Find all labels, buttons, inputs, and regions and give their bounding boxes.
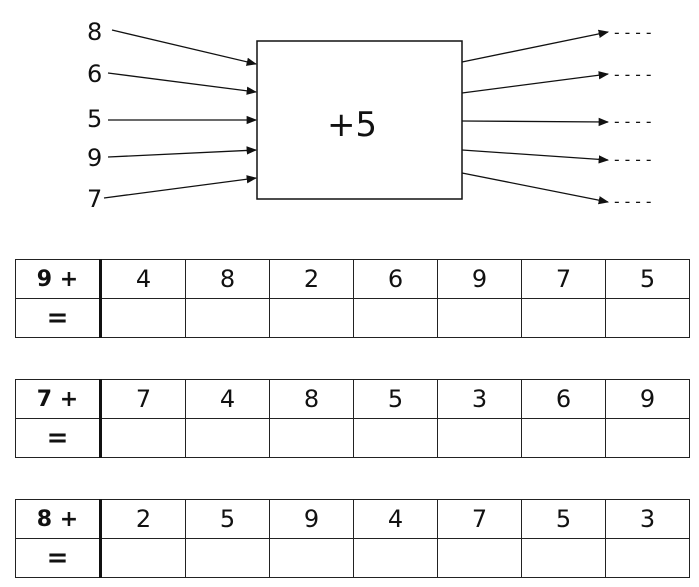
output-arrow	[461, 149, 610, 164]
answer-cell[interactable]	[269, 298, 354, 338]
number-cell: 7	[521, 259, 606, 299]
equals-sign: =	[15, 298, 102, 338]
addition-table-9: 9 + 4 8 2 6 9 7 5 =	[15, 259, 690, 338]
table-row-numbers: 8 + 2 5 9 4 7 5 3	[15, 499, 690, 539]
answer-cell[interactable]	[437, 538, 522, 578]
answer-cell[interactable]	[269, 538, 354, 578]
number-cell: 4	[100, 259, 186, 299]
answer-cell[interactable]	[605, 418, 690, 458]
equals-sign: =	[15, 538, 102, 578]
answer-cell[interactable]	[605, 298, 690, 338]
answer-blank: ----	[612, 192, 655, 211]
number-cell: 2	[100, 499, 186, 539]
answer-cell[interactable]	[100, 418, 186, 458]
number-cell: 9	[437, 259, 522, 299]
answer-cell[interactable]	[269, 418, 354, 458]
answer-cell[interactable]	[100, 298, 186, 338]
input-number: 5	[87, 105, 102, 133]
output-arrow	[461, 117, 610, 127]
number-cell: 7	[437, 499, 522, 539]
input-number: 6	[87, 60, 102, 88]
answer-blank: ----	[612, 150, 655, 169]
answer-cell[interactable]	[521, 298, 606, 338]
number-cell: 5	[605, 259, 690, 299]
answer-cell[interactable]	[521, 538, 606, 578]
input-arrow	[103, 175, 258, 199]
table-operator: 7 +	[15, 379, 102, 419]
number-cell: 4	[353, 499, 438, 539]
answer-cell[interactable]	[353, 298, 438, 338]
input-number: 7	[87, 185, 102, 213]
number-cell: 8	[185, 259, 270, 299]
table-operator: 8 +	[15, 499, 102, 539]
input-number: 8	[87, 18, 102, 46]
number-cell: 7	[100, 379, 186, 419]
number-cell: 3	[437, 379, 522, 419]
number-cell: 6	[353, 259, 438, 299]
number-cell: 9	[605, 379, 690, 419]
answer-cell[interactable]	[100, 538, 186, 578]
input-arrow	[107, 72, 258, 95]
answer-blank: ----	[612, 112, 655, 131]
table-row-numbers: 7 + 7 4 8 5 3 6 9	[15, 379, 690, 419]
number-cell: 5	[521, 499, 606, 539]
number-cell: 3	[605, 499, 690, 539]
answer-cell[interactable]	[353, 538, 438, 578]
operation-label: +5	[327, 105, 377, 145]
answer-blank: ----	[612, 23, 655, 42]
number-cell: 4	[185, 379, 270, 419]
addition-table-7: 7 + 7 4 8 5 3 6 9 =	[15, 379, 690, 458]
answer-cell[interactable]	[521, 418, 606, 458]
table-row-answers: =	[15, 538, 690, 578]
number-cell: 2	[269, 259, 354, 299]
answer-blank: ----	[612, 65, 655, 84]
addition-table-8: 8 + 2 5 9 4 7 5 3 =	[15, 499, 690, 578]
table-row-numbers: 9 + 4 8 2 6 9 7 5	[15, 259, 690, 299]
input-arrow	[111, 29, 258, 66]
output-arrow	[461, 71, 610, 94]
table-operator: 9 +	[15, 259, 102, 299]
number-cell: 5	[185, 499, 270, 539]
output-arrow	[461, 172, 610, 205]
answer-cell[interactable]	[605, 538, 690, 578]
table-row-answers: =	[15, 418, 690, 458]
answer-cell[interactable]	[185, 298, 270, 338]
function-machine-diagram: +5 8 6 5 9 7 ---- ---- ---- ---- ----	[87, 18, 655, 213]
answer-cell[interactable]	[437, 418, 522, 458]
operation-box	[256, 40, 463, 200]
number-cell: 8	[269, 379, 354, 419]
answer-cell[interactable]	[185, 538, 270, 578]
input-number: 9	[87, 144, 102, 172]
number-cell: 6	[521, 379, 606, 419]
output-arrow	[461, 29, 610, 63]
number-cell: 9	[269, 499, 354, 539]
table-row-answers: =	[15, 298, 690, 338]
equals-sign: =	[15, 418, 102, 458]
answer-cell[interactable]	[353, 418, 438, 458]
answer-cell[interactable]	[185, 418, 270, 458]
answer-cell[interactable]	[437, 298, 522, 338]
input-arrow	[107, 146, 258, 158]
number-cell: 5	[353, 379, 438, 419]
